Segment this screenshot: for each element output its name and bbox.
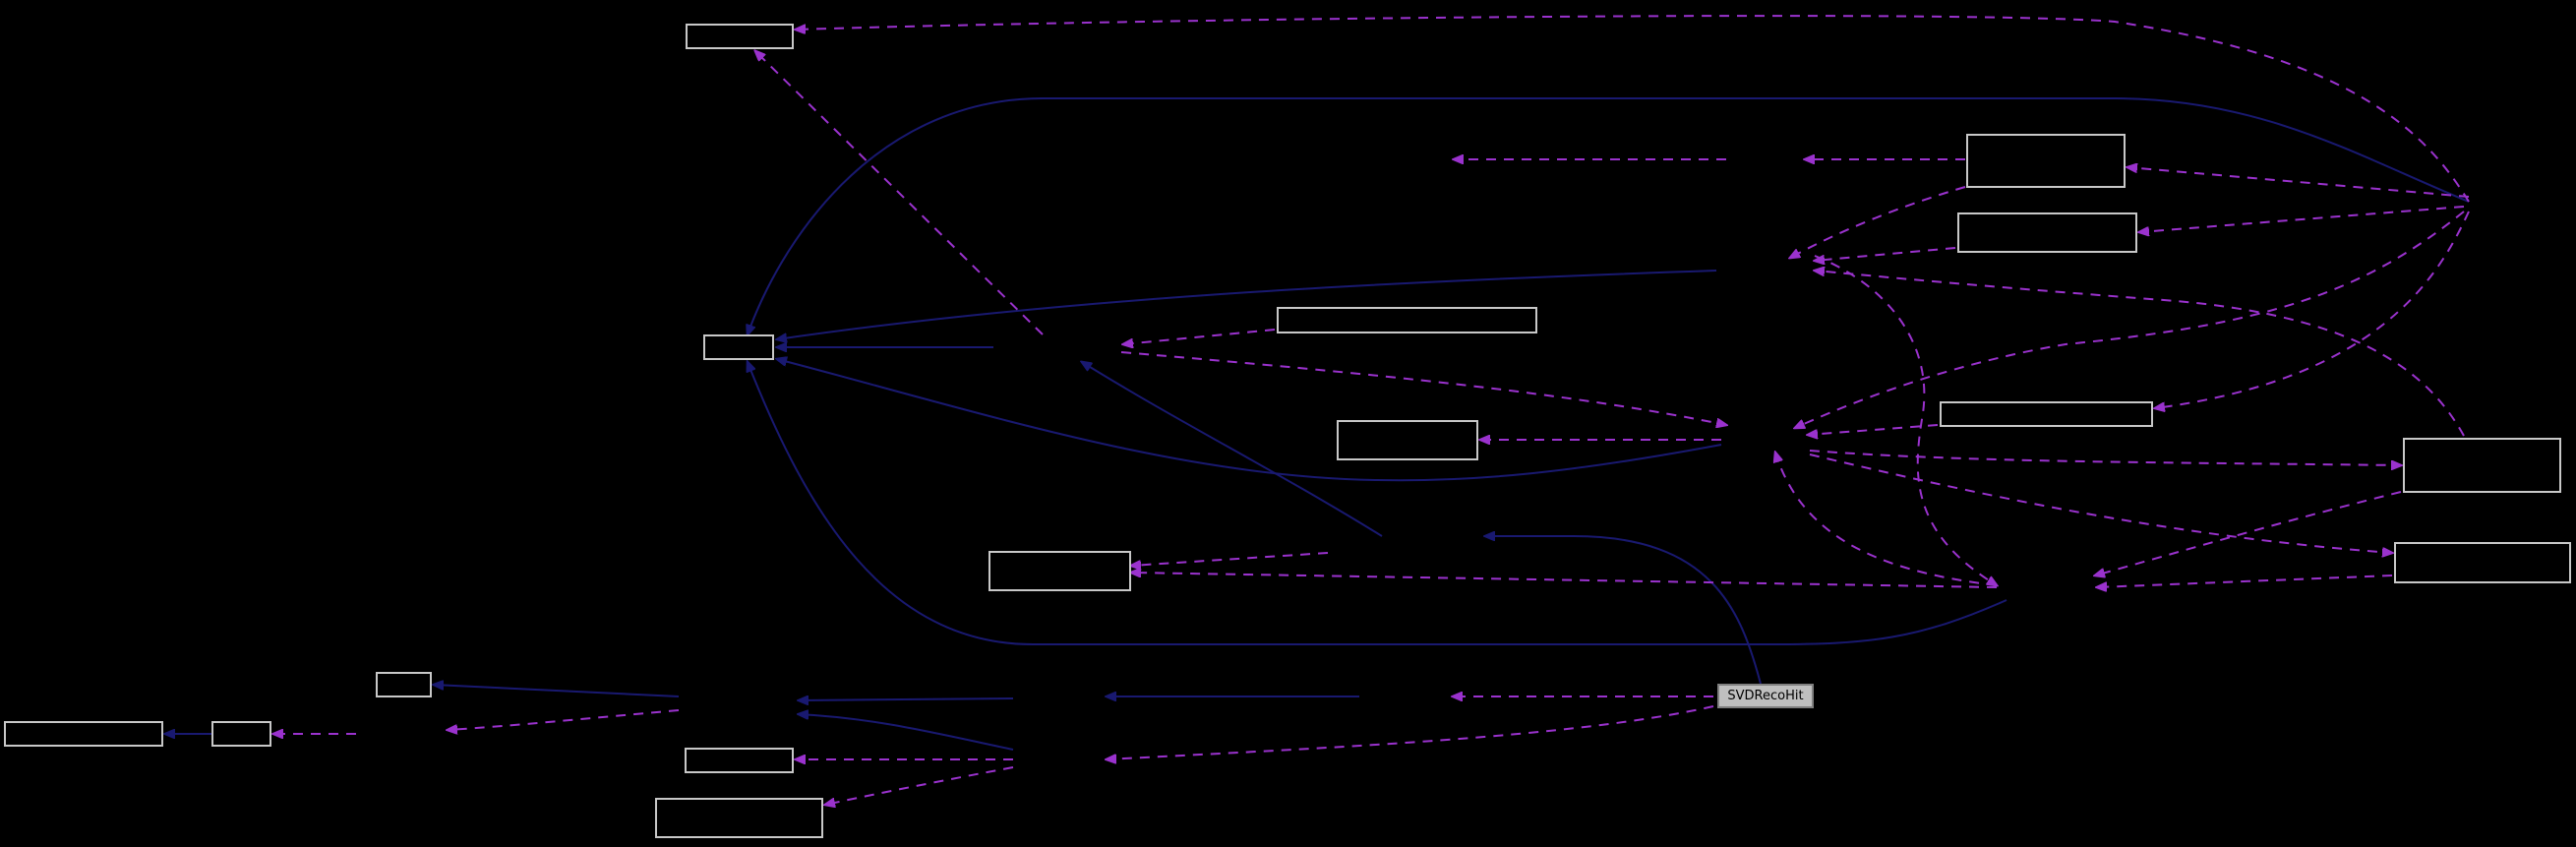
graph-node[interactable] bbox=[685, 748, 794, 773]
graph-node[interactable] bbox=[1337, 420, 1478, 460]
graph-node[interactable] bbox=[1940, 401, 2153, 427]
graph-node[interactable] bbox=[211, 721, 271, 747]
graph-node[interactable] bbox=[376, 672, 432, 697]
graph-node[interactable] bbox=[686, 24, 794, 49]
graph-node[interactable] bbox=[703, 334, 774, 360]
graph-node[interactable] bbox=[655, 798, 823, 838]
graph-node[interactable] bbox=[2394, 542, 2571, 583]
graph-node[interactable] bbox=[1957, 212, 2137, 253]
graph-node[interactable] bbox=[1277, 307, 1537, 333]
graph-node[interactable] bbox=[988, 551, 1131, 591]
graph-node[interactable] bbox=[1966, 134, 2126, 188]
graph-node[interactable] bbox=[4, 721, 163, 747]
usage-edges bbox=[273, 15, 2470, 805]
inheritance-edges bbox=[165, 97, 2470, 751]
graph-node[interactable] bbox=[2403, 438, 2561, 493]
focus-node-svdrecohit[interactable]: SVDRecoHit bbox=[1717, 684, 1814, 708]
